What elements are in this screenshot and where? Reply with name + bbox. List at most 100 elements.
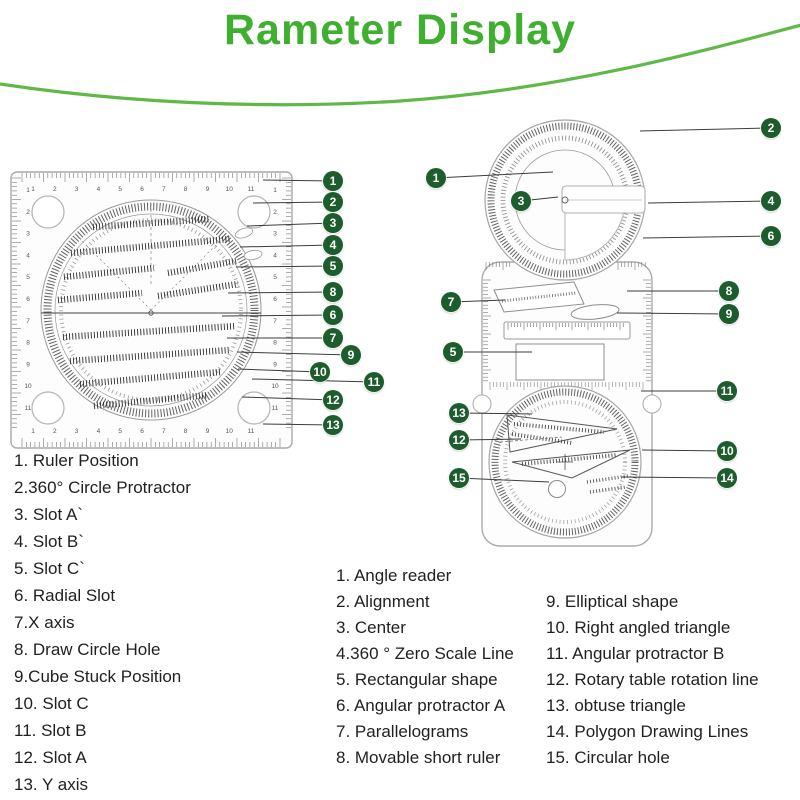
svg-text:6: 6 — [26, 296, 30, 303]
svg-text:10: 10 — [24, 383, 32, 390]
legend-right-item-5: 13. obtuse triangle — [546, 696, 686, 715]
legend-multifunction-ruler-a: 1. Angle reader 2. Alignment 3. Center 4.36… — [336, 563, 514, 771]
callout-badge-right-8: 8 — [719, 281, 739, 301]
svg-text:1: 1 — [31, 186, 35, 193]
callout-badge-left-9: 9 — [341, 345, 361, 365]
legend-left-item-9: 9.Cube Stuck Position — [14, 667, 182, 686]
callout-badge-right-7: 7 — [441, 292, 461, 312]
svg-text:5: 5 — [118, 428, 122, 435]
callout-badge-right-5: 5 — [443, 342, 463, 362]
svg-text:11: 11 — [25, 405, 32, 412]
callout-badge-right-1: 1 — [426, 168, 446, 188]
legend-left-item-7: 7.X axis — [14, 613, 75, 632]
svg-text:7: 7 — [26, 318, 30, 325]
legend-left-item-1: 1. Ruler Position — [14, 451, 139, 470]
callout-badge-left-11: 11 — [364, 372, 384, 392]
callout-badge-left-6: 6 — [323, 305, 343, 325]
legend-multifunction-ruler-b: 9. Elliptical shape 10. Right angled tria… — [546, 589, 759, 771]
svg-text:2: 2 — [273, 209, 277, 216]
legend-mid-item-6: 6. Angular protractor A — [336, 696, 506, 715]
multifunction-ruler-illustration — [472, 119, 662, 547]
callout-badge-left-5: 5 — [323, 256, 343, 276]
svg-text:4: 4 — [273, 252, 277, 259]
svg-text:11: 11 — [248, 428, 255, 435]
callout-badge-right-15: 15 — [449, 468, 469, 488]
svg-text:10: 10 — [271, 383, 279, 390]
callout-badge-right-13: 13 — [449, 403, 469, 423]
legend-mid-item-5: 5. Rectangular shape — [336, 670, 498, 689]
legend-right-item-6: 14. Polygon Drawing Lines — [546, 722, 749, 741]
svg-text:10: 10 — [226, 186, 234, 193]
svg-text:5: 5 — [26, 274, 30, 281]
legend-left-item-13: 13. Y axis — [14, 775, 89, 794]
svg-text:7: 7 — [273, 318, 277, 325]
svg-text:9: 9 — [273, 361, 277, 368]
svg-text:6: 6 — [140, 186, 144, 193]
page-title: Rameter Display — [224, 6, 576, 54]
svg-text:7: 7 — [162, 428, 166, 435]
svg-text:11: 11 — [272, 405, 279, 412]
legend-mid-item-4: 4.360 ° Zero Scale Line — [336, 644, 514, 663]
legend-left-item-8: 8. Draw Circle Hole — [14, 640, 161, 659]
callout-badge-right-12: 12 — [449, 430, 469, 450]
svg-text:1: 1 — [26, 187, 30, 194]
legend-mid-item-1: 1. Angle reader — [336, 566, 452, 585]
legend-left-item-5: 5. Slot C` — [14, 559, 85, 578]
callout-badge-left-1: 1 — [323, 171, 343, 191]
legend-right-item-4: 12. Rotary table rotation line — [546, 670, 759, 689]
callout-badge-right-2: 2 — [761, 118, 781, 138]
legend-left-item-2: 2.360° Circle Protractor — [14, 478, 191, 497]
svg-text:5: 5 — [118, 186, 122, 193]
legend-mid-item-7: 7. Parallelograms — [336, 722, 469, 741]
callout-badge-right-3: 3 — [511, 191, 531, 211]
legend-left-item-3: 3. Slot A` — [14, 505, 83, 524]
svg-text:9: 9 — [206, 428, 210, 435]
svg-text:9: 9 — [206, 186, 210, 193]
svg-text:5: 5 — [273, 274, 277, 281]
svg-text:6: 6 — [140, 428, 144, 435]
callout-badge-left-2: 2 — [323, 192, 343, 212]
svg-text:1: 1 — [31, 428, 35, 435]
callout-badge-left-12: 12 — [323, 390, 343, 410]
callout-badge-right-4: 4 — [761, 191, 781, 211]
callout-badge-right-14: 14 — [717, 468, 737, 488]
svg-text:2: 2 — [53, 428, 57, 435]
svg-text:8: 8 — [273, 340, 277, 347]
callout-badge-left-4: 4 — [323, 235, 343, 255]
svg-text:1: 1 — [273, 187, 277, 194]
legend-right-item-3: 11. Angular protractor B — [546, 644, 725, 663]
legend-right-item-7: 15. Circular hole — [546, 748, 670, 767]
svg-text:3: 3 — [273, 231, 277, 238]
callout-badge-right-11: 11 — [717, 381, 737, 401]
legend-mid-item-3: 3. Center — [336, 618, 406, 637]
svg-text:7: 7 — [162, 186, 166, 193]
callout-badge-left-7: 7 — [323, 328, 343, 348]
legend-square-ruler: 1. Ruler Position 2.360° Circle Protracto… — [14, 447, 191, 798]
legend-left-item-11: 11. Slot B — [14, 721, 87, 740]
callout-badge-right-10: 10 — [717, 441, 737, 461]
legend-right-item-2: 10. Right angled triangle — [546, 618, 731, 637]
svg-text:11: 11 — [248, 186, 255, 193]
legend-left-item-12: 12. Slot A — [14, 748, 87, 767]
legend-left-item-10: 10. Slot C — [14, 694, 89, 713]
svg-text:2: 2 — [53, 186, 57, 193]
legend-mid-item-8: 8. Movable short ruler — [336, 748, 501, 767]
legend-right-item-1: 9. Elliptical shape — [546, 592, 679, 611]
callout-badge-left-8: 8 — [323, 282, 343, 302]
svg-text:8: 8 — [26, 340, 30, 347]
svg-text:3: 3 — [26, 231, 30, 238]
svg-text:8: 8 — [184, 186, 188, 193]
svg-text:10: 10 — [226, 428, 234, 435]
svg-text:3: 3 — [75, 428, 79, 435]
legend-mid-item-2: 2. Alignment — [336, 592, 430, 611]
callout-badge-left-13: 13 — [323, 415, 343, 435]
callout-badge-left-10: 10 — [310, 362, 330, 382]
svg-text:2: 2 — [26, 209, 30, 216]
svg-text:4: 4 — [97, 428, 101, 435]
svg-text:9: 9 — [26, 361, 30, 368]
legend-left-item-4: 4. Slot B` — [14, 532, 84, 551]
svg-text:4: 4 — [97, 186, 101, 193]
svg-text:3: 3 — [75, 186, 79, 193]
